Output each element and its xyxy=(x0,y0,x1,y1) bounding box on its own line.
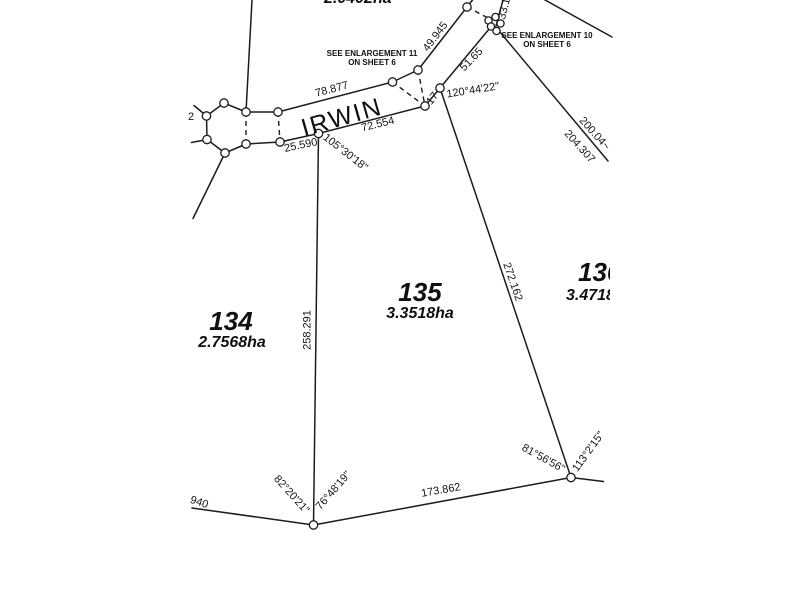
survey-mark xyxy=(413,65,423,75)
survey-mark xyxy=(220,148,230,158)
lot-area-north: 2.0402ha xyxy=(324,0,392,7)
survey-mark xyxy=(566,472,576,483)
survey-mark xyxy=(202,134,212,145)
survey-mark xyxy=(241,107,251,117)
dashed-tie-a xyxy=(392,81,426,107)
survey-mark xyxy=(435,83,445,93)
enlargement-note-10: SEE ENLARGEMENT 10 ON SHEET 6 xyxy=(501,31,592,49)
seg-49-945 xyxy=(417,6,468,71)
survey-mark xyxy=(201,111,212,121)
survey-mark-cluster xyxy=(486,22,496,31)
hexagon-outline xyxy=(205,102,247,154)
survey-mark xyxy=(462,2,472,12)
survey-mark-cluster xyxy=(492,26,501,36)
lot-number-136: 136 xyxy=(578,258,610,286)
east-line-200 xyxy=(498,30,609,162)
survey-mark xyxy=(273,107,283,117)
lot-136-area-clip: 3.4718ha xyxy=(565,287,610,305)
boundary-lines xyxy=(190,0,613,526)
survey-mark xyxy=(241,139,251,149)
survey-mark xyxy=(219,98,229,108)
seg-25-590 xyxy=(279,132,320,143)
lot134-west-boundary xyxy=(192,152,226,220)
boundary-173-862 xyxy=(312,476,572,526)
survey-mark-cluster xyxy=(491,12,500,22)
enlargement-note-11: SEE ENLARGEMENT 11 ON SHEET 6 xyxy=(327,49,418,67)
enlargement-note-11-line2: ON SHEET 6 xyxy=(348,58,396,67)
enlargement-note-10-line2: ON SHEET 6 xyxy=(523,40,571,49)
survey-mark xyxy=(313,128,324,139)
lot-area-136: 3.4718ha xyxy=(566,287,610,304)
lot-number-left-partial: 2 xyxy=(188,111,195,123)
dashed-tie-b xyxy=(417,69,426,107)
boundary-272-162 xyxy=(439,87,572,479)
lot-area-134: 2.7568ha xyxy=(198,334,266,351)
survey-marks xyxy=(201,2,576,530)
irwin-south-edge xyxy=(317,105,426,135)
irwin-north-edge xyxy=(277,81,394,113)
boundary-south-east-spur xyxy=(570,476,605,483)
lot-number-135: 135 xyxy=(398,277,442,307)
distance-258-291: 258.291 xyxy=(301,310,314,350)
spur-north xyxy=(245,0,253,113)
survey-mark xyxy=(420,101,430,111)
lot-number-134: 134 xyxy=(209,306,253,336)
enlargement-note-11-line1: SEE ENLARGEMENT 11 xyxy=(326,48,418,58)
survey-mark xyxy=(387,77,398,87)
survey-mark xyxy=(308,520,319,530)
survey-mark xyxy=(275,137,285,147)
seg-51-65 xyxy=(439,27,491,89)
boundary-south-west xyxy=(191,507,315,526)
enlargement-note-10-line1: SEE ENLARGEMENT 10 xyxy=(501,30,593,40)
top-right-boundary xyxy=(544,0,613,38)
lot-area-135: 3.3518ha xyxy=(386,305,454,322)
throat-bottom xyxy=(245,141,281,145)
boundary-258-291 xyxy=(312,132,320,526)
survey-mark-cluster xyxy=(496,19,505,28)
lot-136-label-clip: 136 xyxy=(577,258,610,286)
